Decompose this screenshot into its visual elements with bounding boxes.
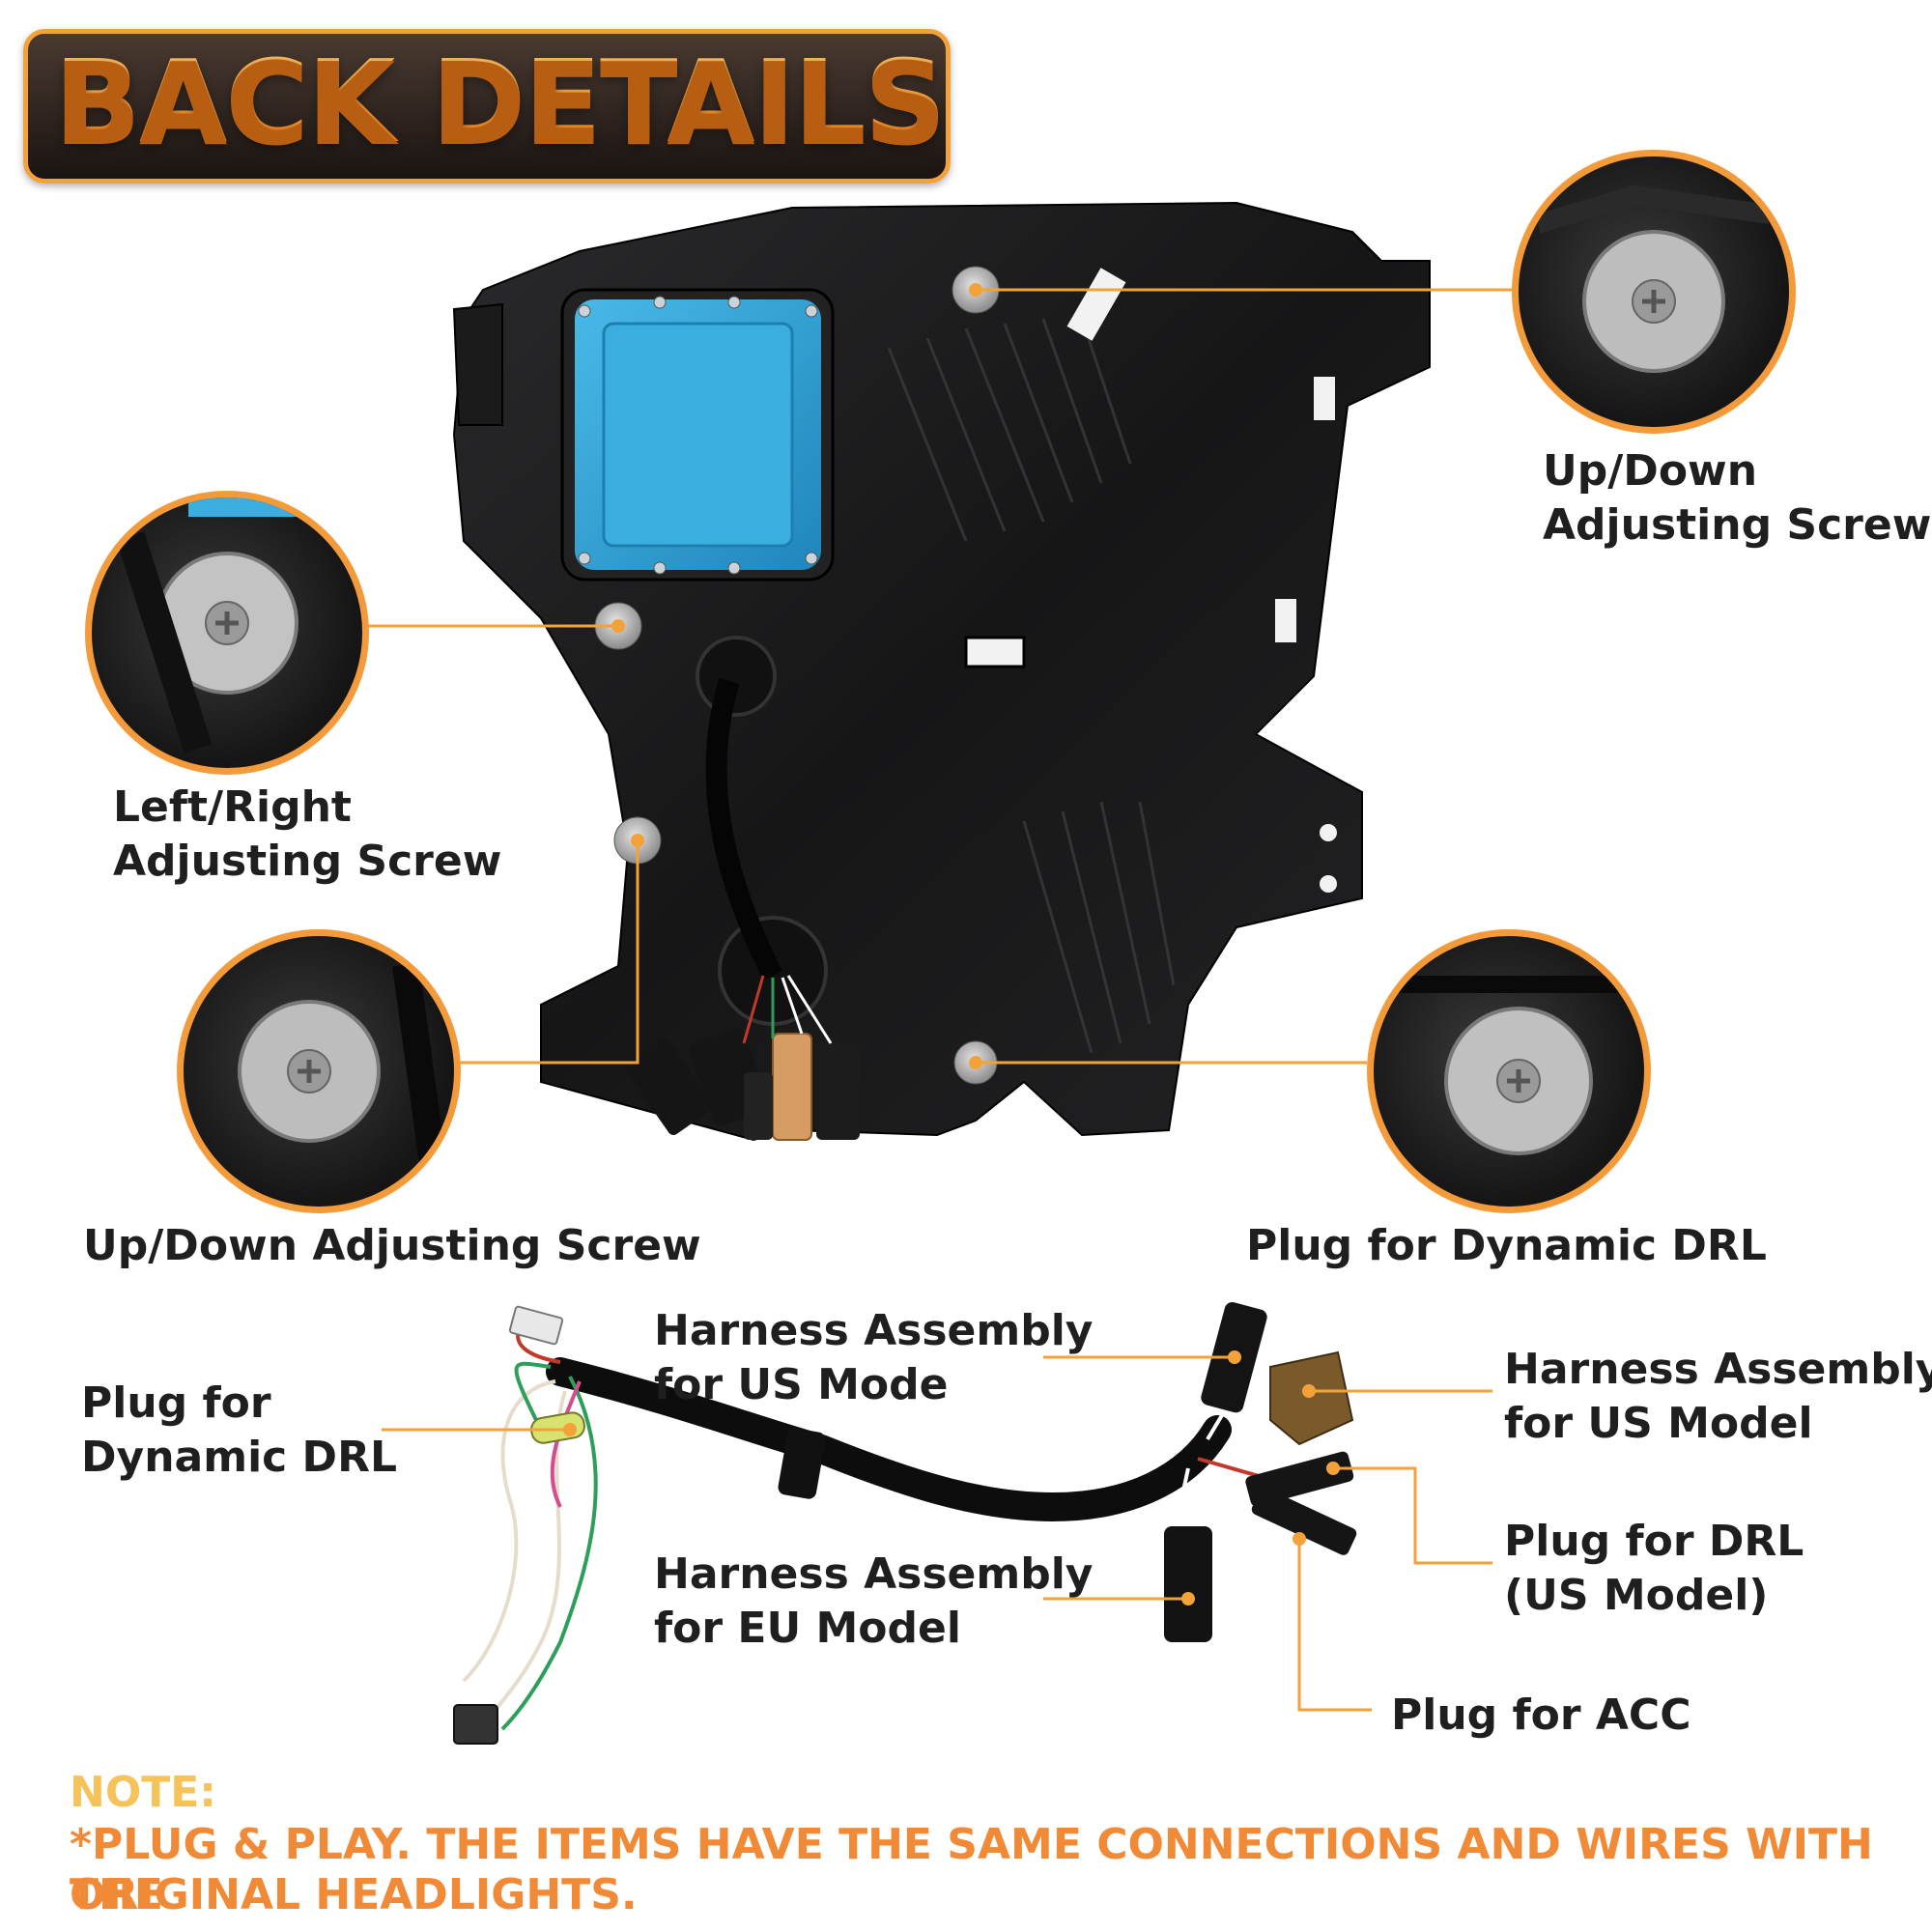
label-harness-us-model: Harness Assembly for US Model [1504, 1345, 1932, 1448]
wiring-harness [453, 1301, 1357, 1745]
title-badge [23, 29, 951, 184]
zoom-circle-dynamic-drl [1367, 929, 1651, 1213]
label-up-down-bottom: Up/Down Adjusting Screw [83, 1221, 701, 1270]
page-title: BACK DETAILS [54, 29, 947, 174]
harness-leader-lines [382, 1350, 1492, 1712]
label-up-down-top: Up/Down Adjusting Screw [1543, 446, 1932, 550]
zoom-circle-up-down-top [1512, 150, 1796, 434]
label-harness-us-mode: Harness Assembly for US Mode [654, 1306, 1094, 1409]
label-plug-dynamic-drl-left: Plug for Dynamic DRL [81, 1378, 397, 1482]
label-plug-dynamic-drl-right: Plug for Dynamic DRL [1246, 1221, 1767, 1270]
note-line-2: ORIGINAL HEADLIGHTS. [70, 1870, 638, 1919]
zoom-circle-left-right [85, 491, 369, 775]
note-line-1: *PLUG & PLAY. THE ITEMS HAVE THE SAME CO… [70, 1820, 1873, 1919]
housing-connectors [624, 1028, 860, 1141]
label-left-right: Left/Right Adjusting Screw [113, 782, 502, 886]
leader-lines [362, 283, 1512, 1069]
label-plug-acc: Plug for ACC [1391, 1690, 1691, 1740]
label-plug-drl-us: Plug for DRL (US Model) [1504, 1517, 1804, 1620]
label-harness-eu-model: Harness Assembly for EU Model [654, 1549, 1094, 1653]
zoom-circle-up-down-bottom [177, 929, 461, 1213]
note-heading: NOTE: [70, 1768, 216, 1817]
